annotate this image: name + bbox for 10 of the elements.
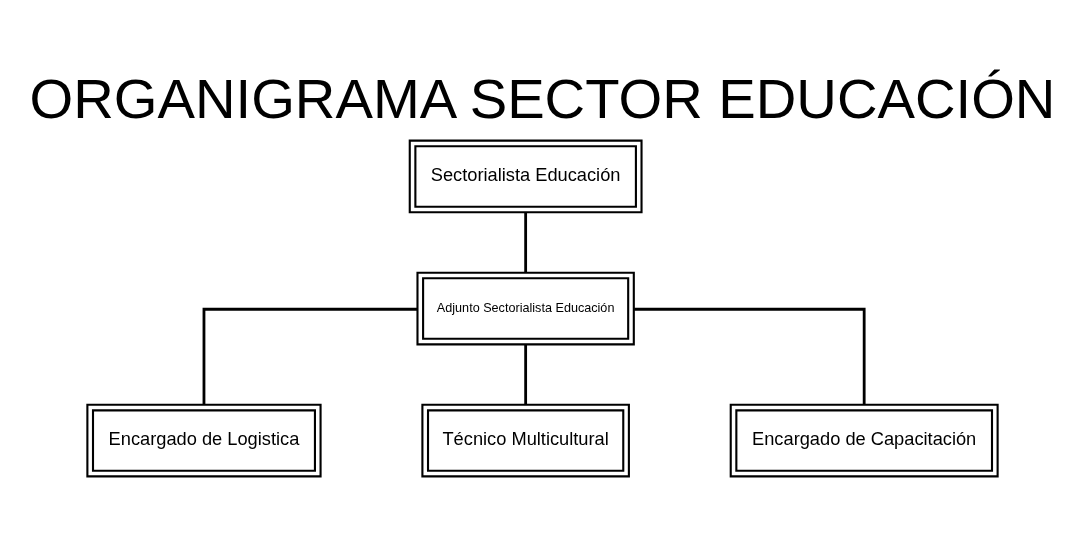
connector	[202, 307, 418, 405]
node-box: Técnico Multicultural	[421, 403, 630, 478]
node-box: Adjunto Sectorialista Educación	[416, 271, 635, 346]
node-box: Sectorialista Educación	[408, 139, 643, 214]
connector	[524, 344, 528, 405]
node-box: Encargado de Logistica	[86, 403, 322, 478]
diagram-title: ORGANIGRAMA SECTOR EDUCACIÓN	[29, 67, 1056, 131]
connector	[524, 212, 528, 273]
connector	[634, 307, 866, 405]
node-box: Encargado de Capacitación	[729, 403, 999, 478]
